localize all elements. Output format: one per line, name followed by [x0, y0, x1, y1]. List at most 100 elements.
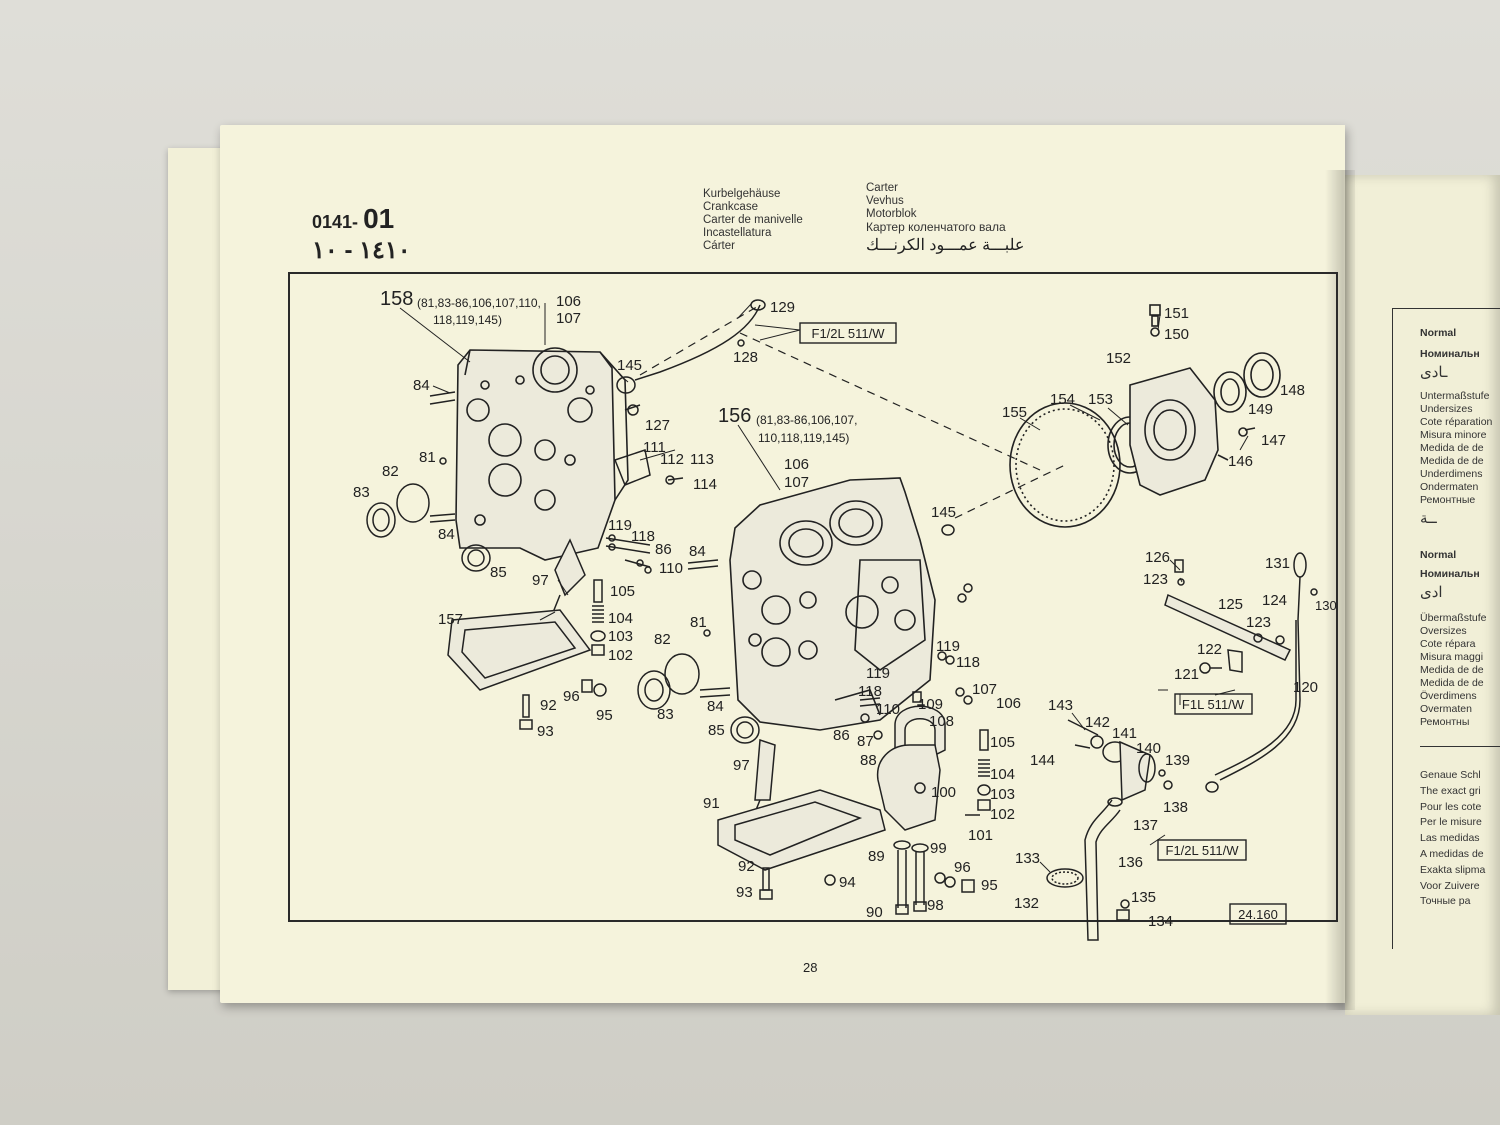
part-label: 110 — [876, 701, 900, 718]
group-code: 0141- 01 — [312, 203, 394, 235]
part-label: 131 — [1265, 555, 1290, 572]
part-label: 119 — [608, 517, 632, 534]
part-label: 86 — [833, 727, 850, 744]
oil-dipstick-illustration — [1164, 552, 1318, 793]
part-label: 127 — [645, 417, 670, 434]
right-page-table — [1392, 308, 1500, 949]
part-label: 107 — [556, 310, 581, 327]
part-label: 103 — [608, 628, 633, 645]
rp-undersize-line: Ремонтные — [1420, 494, 1476, 506]
part-label-refs: 118,119,145) — [433, 313, 502, 327]
diagram-frame — [288, 272, 1338, 922]
part-label: 157 — [438, 611, 463, 628]
part-label: 107 — [972, 681, 997, 698]
rp-footer-line: Las medidas — [1420, 832, 1480, 845]
part-label: 102 — [608, 647, 633, 664]
part-label: 104 — [608, 610, 633, 627]
rp-undersize-line: Untermaßstufe — [1420, 390, 1490, 402]
part-label: 81 — [690, 614, 707, 631]
part-label: 137 — [1133, 817, 1158, 834]
rp-footer-line: Genaue Schl — [1420, 769, 1481, 781]
part-label: 103 — [990, 786, 1015, 803]
ref-box-right-text: F1L 511/W — [1182, 697, 1245, 712]
ref-box-bottom-text: F1/2L 511/W — [1166, 843, 1240, 858]
title-spanish: Cárter — [703, 240, 735, 252]
part-label: 152 — [1106, 350, 1131, 367]
right-page — [1345, 175, 1500, 1015]
oil-tube-illustration — [1046, 719, 1173, 941]
part-label: 95 — [596, 707, 613, 724]
ref-box-top: F1/2L 511/W — [799, 322, 897, 344]
part-label: 104 — [990, 766, 1015, 783]
part-label: 92 — [540, 697, 557, 714]
title-arabic: علبـــة عمـــود الكرنـــك — [866, 237, 1025, 254]
rp-oversize-line: Übermaßstufe — [1420, 612, 1487, 624]
part-label: 140 — [1136, 740, 1161, 757]
part-label: 110 — [659, 560, 683, 577]
rp-arabic-1: ـادى — [1420, 364, 1448, 381]
title-dutch: Motorblok — [866, 208, 917, 220]
part-label: 84 — [438, 526, 455, 543]
part-label: 118 — [631, 528, 655, 545]
part-label: 84 — [707, 698, 724, 715]
part-label-refs: (81,83-86,106,107, — [756, 413, 857, 427]
rp-oversize-line: Medida de de — [1420, 677, 1484, 689]
part-label: 108 — [929, 713, 954, 730]
part-label: 85 — [490, 564, 507, 581]
part-label: 114 — [693, 476, 717, 493]
rp-footer-line: Voor Zuivere — [1420, 879, 1480, 892]
part-label: 128 — [733, 349, 758, 366]
title-french: Carter de manivelle — [703, 214, 803, 226]
part-label: 126 — [1145, 549, 1170, 566]
part-label: 135 — [1131, 889, 1156, 906]
part-label: 154 — [1050, 391, 1075, 408]
title-german: Kurbelgehäuse — [703, 188, 781, 200]
rp-arabic-2: ــة — [1420, 510, 1437, 527]
rp-nominal-2: Номинальн — [1420, 568, 1480, 580]
part-label: 99 — [930, 840, 947, 857]
part-label: 113 — [690, 451, 714, 468]
part-label: 141 — [1112, 725, 1137, 742]
part-label: 102 — [990, 806, 1015, 823]
part-label: 150 — [1164, 326, 1189, 343]
part-label: 146 — [1228, 453, 1253, 470]
part-label: 145 — [931, 504, 956, 521]
part-label: 123 — [1143, 571, 1168, 588]
title-english: Crankcase — [703, 201, 758, 213]
part-label: 84 — [413, 377, 430, 394]
part-label: 84 — [689, 543, 706, 560]
part-label: 88 — [860, 752, 877, 769]
part-label: 125 — [1218, 596, 1243, 613]
rp-undersize-line: Undersizes — [1420, 403, 1473, 415]
rp-normal-2: Normal — [1420, 549, 1457, 561]
part-label: 153 — [1088, 391, 1113, 408]
part-label: 85 — [708, 722, 725, 739]
part-label: 92 — [738, 858, 755, 875]
part-label: 96 — [954, 859, 971, 876]
part-labels: 158 (81,83-86,106,107,110, 118,119,145) … — [353, 288, 1337, 930]
part-label: 132 — [1014, 895, 1039, 912]
part-label: 93 — [736, 884, 753, 901]
rp-oversize-line: Överdimens — [1420, 690, 1477, 702]
part-label: 133 — [1015, 850, 1040, 867]
part-label: 97 — [532, 572, 549, 589]
part-label: 82 — [382, 463, 399, 480]
part-label: 139 — [1165, 752, 1190, 769]
part-label: 105 — [610, 583, 635, 600]
rp-divider — [1420, 746, 1500, 747]
part-label: 158 — [380, 288, 413, 310]
title-list-right: Carter Vevhus Motorblok Картер коленчато… — [866, 182, 1006, 234]
drawing-number-box: 24.160 — [1229, 903, 1287, 925]
part-label: 138 — [1163, 799, 1188, 816]
part-label: 130 — [1315, 598, 1337, 613]
part-label: 90 — [866, 904, 883, 921]
part-label: 81 — [419, 449, 436, 466]
part-label: 83 — [353, 484, 370, 501]
part-label: 151 — [1164, 305, 1189, 322]
rp-footer-line: Exakta slipma — [1420, 863, 1486, 876]
rp-footer-line: A medidas de — [1420, 847, 1484, 860]
part-label: 156 — [718, 405, 751, 427]
rp-oversize-line: Medida de de — [1420, 664, 1484, 676]
part-label: 109 — [918, 696, 943, 713]
